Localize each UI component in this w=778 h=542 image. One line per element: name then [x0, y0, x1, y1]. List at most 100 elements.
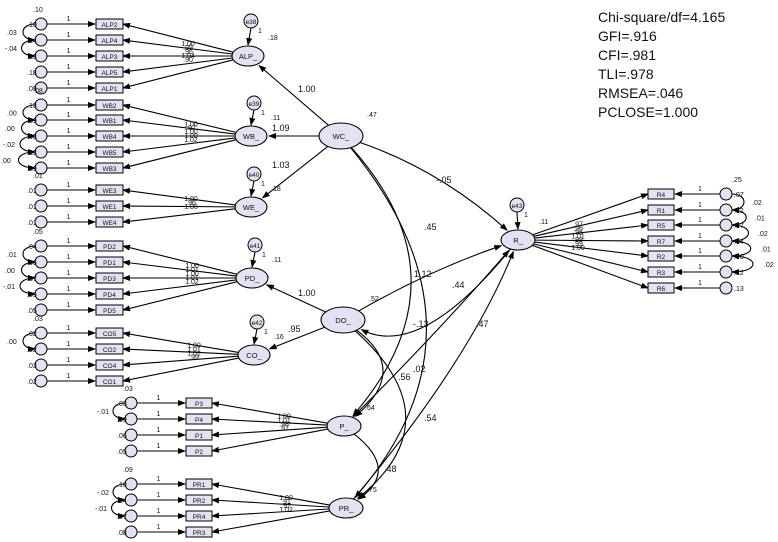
error-term-circle — [34, 161, 48, 175]
indicator-group-variance-WB: .08 — [33, 88, 43, 95]
error-term-circle — [34, 215, 48, 229]
indicator-label: WB2 — [102, 103, 116, 110]
fixed-path-one: 1 — [264, 329, 268, 336]
loading-arrow — [122, 208, 236, 225]
error-variance-label: .06 — [27, 260, 37, 267]
loading-arrow — [122, 187, 236, 206]
indicator-label: ALP1 — [102, 86, 118, 93]
indicator-label: CO2 — [103, 347, 117, 354]
latent-label: WE_ — [243, 203, 260, 212]
error-covariance-label: -.01 — [95, 506, 107, 513]
error-term-circle — [34, 255, 48, 269]
loading-label: 1.00 — [571, 245, 585, 252]
indicator-box — [185, 478, 213, 490]
fixed-path-one: 1 — [157, 524, 161, 531]
error-covariance-arc — [112, 399, 133, 422]
indicator-box — [95, 304, 124, 316]
loading-label: .99 — [183, 45, 193, 52]
error-variance-label: .13 — [27, 54, 37, 61]
indicator-label: R5 — [657, 223, 666, 230]
loading-label: .97 — [573, 222, 583, 229]
indicator-group-variance-ALP: .10 — [33, 7, 43, 14]
indicator-box — [95, 99, 124, 111]
structural-path-WC-WE — [261, 145, 329, 199]
latent-PD — [235, 267, 269, 289]
structural-path-DO-PD — [265, 284, 326, 313]
error-variance-label: .07 — [734, 192, 744, 199]
indicator-label: R1 — [657, 208, 666, 215]
error-term-circle — [34, 239, 48, 253]
indicator-box — [95, 375, 124, 387]
residual-circle — [249, 314, 265, 330]
indicator-label: PD4 — [103, 292, 116, 299]
fixed-path-one: 1 — [67, 80, 71, 87]
latent-WE — [234, 196, 268, 218]
latent-r2-label: .64 — [365, 405, 375, 412]
latent-r2-label: .47 — [367, 112, 377, 119]
indicator-label: P3 — [195, 401, 203, 408]
error-term-circle — [719, 203, 733, 217]
loading-arrow — [533, 243, 649, 274]
loading-label: 1.00 — [184, 129, 198, 136]
indicator-box — [95, 327, 124, 339]
residual-arrow — [249, 180, 256, 197]
indicator-box — [95, 18, 124, 30]
error-term-circle — [719, 218, 733, 232]
indicator-group-variance-PR: .09 — [123, 467, 133, 474]
error-covariance-arc — [20, 36, 43, 59]
indicator-box — [647, 219, 675, 231]
fixed-path-one: 1 — [67, 373, 71, 380]
residual-arrow — [250, 251, 257, 268]
error-variance-label: .07 — [27, 276, 37, 283]
loading-arrow — [211, 401, 328, 424]
error-variance-label: .01 — [27, 204, 37, 211]
error-term-circle — [34, 49, 48, 63]
error-variance-label: .10 — [27, 22, 37, 29]
error-term-circle — [34, 33, 48, 47]
error-covariance-arc — [17, 148, 43, 171]
indicator-label: PR4 — [193, 514, 206, 521]
error-covariance-arc — [22, 329, 43, 352]
latent-WB — [234, 125, 268, 147]
loading-arrow — [122, 57, 233, 75]
loading-label: 1.01 — [185, 267, 199, 274]
fixed-path-one: 1 — [67, 302, 71, 309]
path-coefficient-WC-WE: 1.03 — [272, 160, 290, 170]
path-coefficient-WC-P: .45 — [424, 222, 437, 232]
fixed-path-one: 1 — [698, 186, 702, 193]
error-covariance-label: .02 — [758, 231, 768, 238]
loading-arrow — [122, 259, 237, 277]
error-variance-label: .10 — [117, 482, 127, 489]
latent-r2-label: .11 — [272, 257, 281, 264]
indicator-label: P1 — [195, 433, 203, 440]
indicator-box — [95, 82, 124, 94]
fixed-path-one: 1 — [67, 254, 71, 261]
residual-circle — [509, 197, 525, 213]
error-covariance-arc — [19, 274, 43, 297]
fit-tli: TLI=.978 — [598, 66, 654, 82]
indicator-box — [95, 162, 124, 174]
indicator-label: ALP5 — [102, 70, 118, 77]
latent-DO — [320, 306, 366, 334]
error-covariance-label: -.01 — [3, 284, 15, 291]
error-variance-label: .13 — [27, 103, 37, 110]
loading-arrow — [122, 281, 238, 312]
loading-arrow — [122, 22, 234, 53]
loading-label: .98 — [279, 421, 289, 428]
latent-WC — [318, 122, 364, 150]
loading-arrow — [122, 137, 236, 155]
loading-arrow — [122, 117, 236, 135]
indicator-label: R7 — [657, 239, 666, 246]
error-term-circle — [34, 145, 48, 159]
loading-label: 1.00 — [181, 41, 195, 48]
error-term-circle — [124, 493, 138, 507]
fixed-path-one: 1 — [698, 217, 702, 224]
error-term-circle — [34, 183, 48, 197]
structural-path-DO-P — [354, 329, 384, 418]
indicator-box — [185, 526, 213, 538]
latent-label: R_ — [513, 236, 523, 245]
indicator-label: WE4 — [102, 220, 116, 227]
error-term-circle — [34, 98, 48, 112]
latent-label: WC_ — [333, 132, 350, 141]
